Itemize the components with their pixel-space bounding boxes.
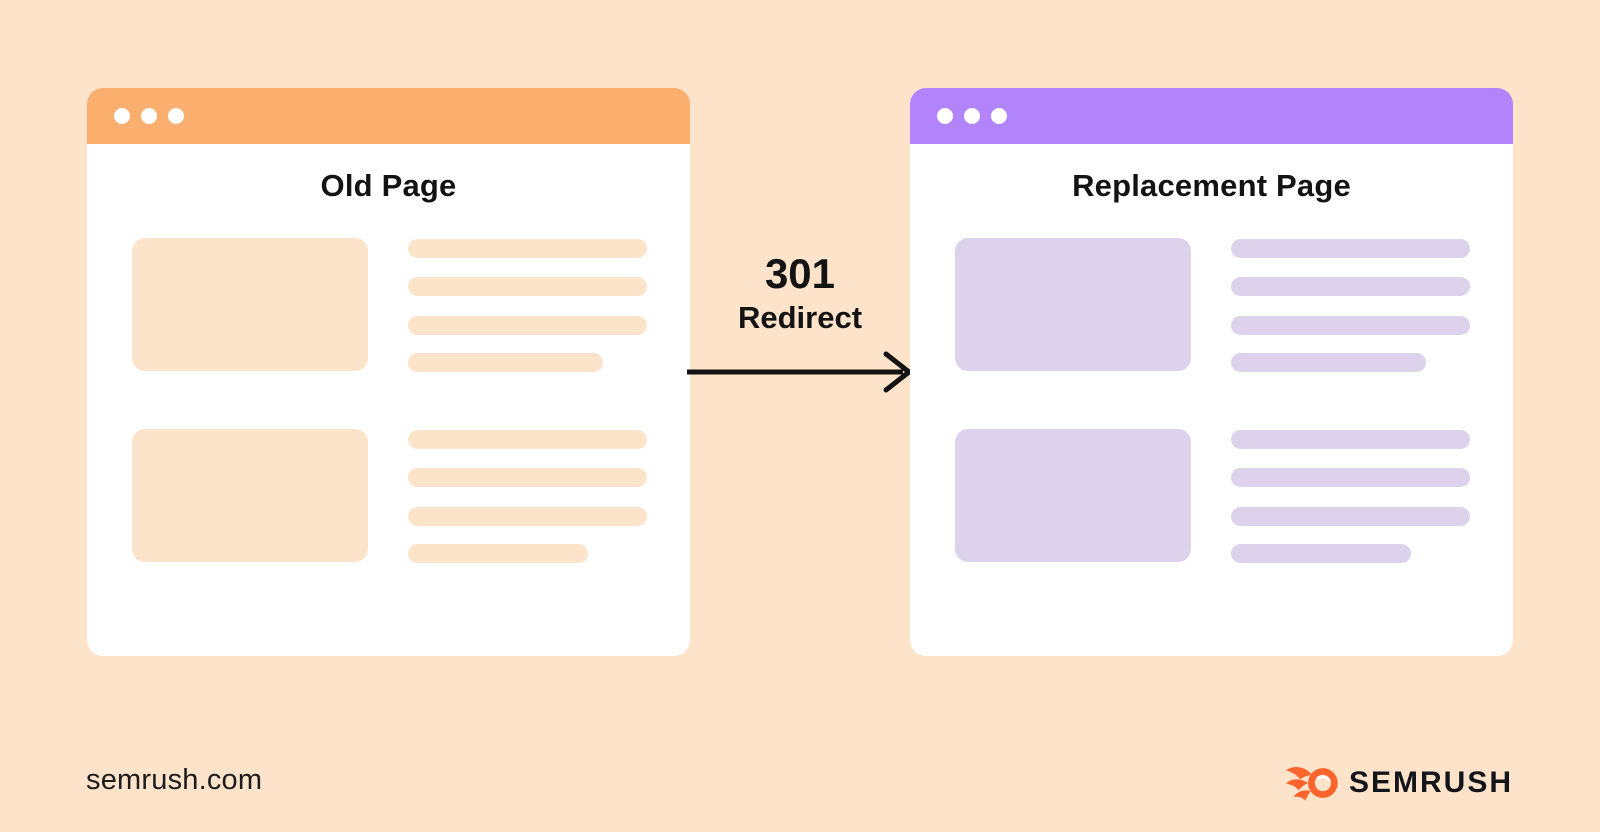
window-control-dot [168,108,184,124]
replacement-page-window-header [910,88,1513,144]
semrush-wordmark: SEMRUSH [1348,766,1513,799]
redirect-label: Redirect [737,300,863,335]
text-line-placeholder [408,277,647,296]
content-row [955,238,1470,372]
replacement-page-title: Replacement Page [1072,168,1351,203]
window-control-dot [991,108,1007,124]
image-placeholder [955,429,1191,562]
image-placeholder [132,238,368,371]
window-control-dot [141,108,157,124]
text-line-placeholder [408,430,647,449]
text-line-placeholder [1231,430,1470,449]
source-url: semrush.com [86,764,263,796]
window-control-dot [937,108,953,124]
text-line-placeholder [408,353,603,372]
text-line-placeholder [1231,316,1470,335]
window-control-dot [964,108,980,124]
text-line-placeholder [1231,239,1470,258]
text-line-placeholder [408,468,647,487]
old-page-title: Old Page [320,168,457,203]
text-line-placeholder [1231,277,1470,296]
image-placeholder [955,238,1191,371]
redirect-arrow-icon [687,350,913,394]
semrush-logo: SEMRUSH [1285,763,1513,803]
text-line-placeholder [408,507,647,526]
window-control-dot [114,108,130,124]
content-row [955,429,1470,563]
text-line-placeholder [1231,544,1411,563]
old-page-window: Old Page [87,88,690,656]
text-line-placeholder [1231,353,1426,372]
content-row [132,429,647,563]
replacement-page-window: Replacement Page [910,88,1513,656]
image-placeholder [132,429,368,562]
text-line-placeholder [1231,507,1470,526]
redirect-code: 301 [764,250,836,297]
text-line-placeholder [1231,468,1470,487]
text-line-placeholder [408,544,588,563]
old-page-window-header [87,88,690,144]
text-line-placeholder [408,316,647,335]
text-line-placeholder [408,239,647,258]
semrush-flame-icon [1285,764,1340,802]
content-row [132,238,647,372]
